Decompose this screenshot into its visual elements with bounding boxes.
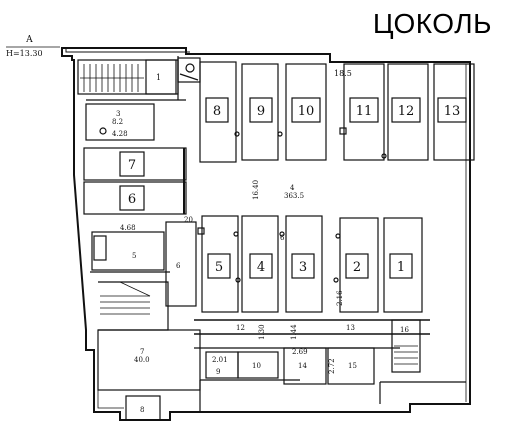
room-14-dim: 2.69 bbox=[292, 348, 308, 356]
room-13-dim: 1.44 bbox=[290, 324, 298, 340]
room-15-label: 15 bbox=[348, 362, 357, 370]
space-3-label: 3 bbox=[299, 260, 307, 275]
axis-height-mark: Н=13.30 bbox=[6, 49, 43, 58]
room-6 bbox=[165, 221, 197, 307]
space-2-label: 2 bbox=[353, 260, 361, 275]
room-16 bbox=[391, 319, 421, 373]
top-dimension: 18.5 bbox=[334, 69, 352, 78]
room-8-label: 8 bbox=[140, 406, 144, 414]
room-1-label: 1 bbox=[156, 73, 161, 82]
room-3-dim: 4.28 bbox=[112, 130, 128, 138]
room-12-dim: 1.30 bbox=[258, 324, 266, 340]
dim-6: 6 bbox=[280, 234, 285, 242]
room-4-area: 363.5 bbox=[284, 192, 304, 200]
room-8 bbox=[125, 395, 161, 421]
room-3 bbox=[85, 103, 155, 141]
room-14-label: 14 bbox=[298, 362, 307, 370]
room-15-dim: 2.72 bbox=[328, 358, 336, 374]
room-7-area: 40.0 bbox=[134, 356, 150, 364]
space-7-box bbox=[83, 147, 187, 181]
space-11-label: 11 bbox=[356, 104, 373, 119]
space-6-label: 6 bbox=[128, 192, 136, 207]
room-15 bbox=[327, 347, 375, 385]
stair-top bbox=[77, 59, 179, 95]
room-10-label: 10 bbox=[252, 362, 261, 370]
space-9-label: 9 bbox=[257, 104, 265, 119]
room-3-area: 8.2 bbox=[112, 118, 123, 126]
dim-201: 2.01 bbox=[212, 356, 228, 364]
room-13-label: 13 bbox=[346, 324, 355, 332]
space-5-label: 5 bbox=[215, 260, 223, 275]
space-7-label: 7 bbox=[128, 158, 136, 173]
room-4-num: 4 bbox=[290, 184, 295, 192]
room-12-label: 12 bbox=[236, 324, 245, 332]
room-5-dim: 4.68 bbox=[120, 224, 136, 232]
room-14 bbox=[283, 347, 327, 385]
room-16-label: 16 bbox=[400, 326, 409, 334]
room-5 bbox=[91, 231, 165, 271]
outer-wall bbox=[61, 47, 471, 421]
room-5-num: 5 bbox=[132, 252, 136, 260]
plan-title: ЦОКОЛЬ bbox=[372, 8, 492, 39]
room-3-num: 3 bbox=[116, 110, 120, 118]
dim-20: 20 bbox=[184, 216, 193, 224]
space-6-box bbox=[83, 181, 187, 215]
room-10 bbox=[237, 351, 279, 379]
room-9-label: 9 bbox=[216, 368, 220, 376]
room-6-label: 6 bbox=[176, 262, 181, 270]
dim-216: 2.16 bbox=[336, 290, 344, 306]
room-7 bbox=[97, 329, 201, 391]
axis-letter: А bbox=[26, 35, 33, 45]
space-4-label: 4 bbox=[257, 260, 265, 275]
space-13-label: 13 bbox=[444, 104, 461, 119]
space-1-label: 1 bbox=[397, 260, 405, 275]
space-10-label: 10 bbox=[298, 104, 315, 119]
room-4-dim: 16.40 bbox=[252, 180, 260, 200]
room-7-num: 7 bbox=[140, 348, 144, 356]
space-8-label: 8 bbox=[213, 104, 221, 119]
space-12-label: 12 bbox=[398, 104, 415, 119]
